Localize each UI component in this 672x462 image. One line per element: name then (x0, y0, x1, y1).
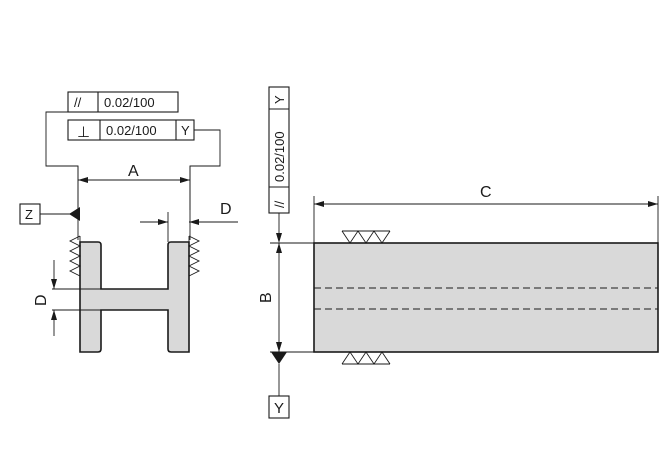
fcf-perpendicularity-symbol: ⊥ (77, 124, 90, 141)
datum-y-triangle (271, 352, 287, 364)
left-view: // 0.02/100 ⊥ 0.02/100 Y A (19, 91, 238, 353)
fcf-parallelism-tolerance: 0.02/100 (104, 95, 155, 110)
fcf-parallelism-right-datum: Y (272, 95, 287, 104)
dimension-c: C (314, 184, 658, 207)
fcf-parallelism-right: // 0.02/100 Y (268, 86, 290, 214)
fcf-perpendicularity-left: ⊥ 0.02/100 Y (67, 119, 195, 141)
dimension-a-label: A (128, 163, 139, 180)
surface-finish-symbol-bottom (341, 351, 391, 365)
fcf-leader-right (189, 129, 221, 210)
surface-finish-symbol-right (187, 235, 201, 277)
h-beam-profile (79, 241, 190, 353)
datum-z-triangle (69, 207, 80, 221)
fcf-parallelism-symbol: // (74, 95, 82, 110)
surface-finish-symbol-top (341, 230, 391, 244)
fcf-parallelism-right-tolerance: 0.02/100 (272, 131, 287, 182)
datum-y: Y (268, 352, 290, 419)
surface-finish-symbol-left (68, 235, 82, 277)
dimension-b: B (258, 243, 282, 352)
dimension-d-web: D (33, 260, 101, 336)
dimension-c-label: C (480, 184, 492, 201)
dimension-b-label: B (258, 292, 275, 303)
fcf-perpendicularity-datum: Y (181, 123, 190, 138)
datum-y-label: Y (274, 400, 284, 417)
fcf-parallelism-left: // 0.02/100 (67, 91, 179, 113)
datum-z: Z (19, 203, 80, 225)
datum-z-label: Z (25, 207, 33, 222)
dimension-d-flange-label: D (220, 201, 232, 218)
dimension-d-web-label: D (33, 294, 50, 306)
fcf-parallelism-right-symbol: // (272, 200, 287, 208)
fcf-perpendicularity-tolerance: 0.02/100 (106, 123, 157, 138)
dimension-d-flange: D (140, 201, 238, 242)
right-view: C B // 0.02/100 Y Y (258, 86, 659, 419)
dimension-a: A (78, 163, 190, 183)
beam-side-body (313, 242, 659, 353)
